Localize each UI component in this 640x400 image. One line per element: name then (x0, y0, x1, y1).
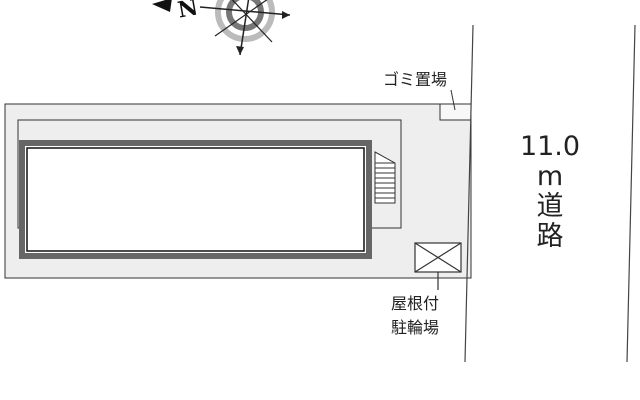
garbage-area-label: ゴミ置場 (383, 70, 448, 89)
road-unit: m (536, 161, 564, 192)
north-label: N (176, 0, 200, 24)
road-label: 11.0 m 道 路 (515, 132, 585, 252)
garbage-leader-line (450, 89, 456, 111)
road-text-2: 路 (536, 221, 564, 252)
north-arrow-compass-icon: N (152, 0, 291, 56)
bike-parking-symbol (414, 242, 462, 290)
garbage-area (439, 103, 472, 121)
bike-parking-label-line1: 屋根付 (391, 294, 440, 313)
stairs (374, 151, 396, 204)
road-width: 11.0 (519, 131, 581, 162)
bike-parking-label-line2: 駐輪場 (391, 318, 440, 337)
building-inner-line (26, 147, 365, 252)
road-edge-right (626, 24, 636, 363)
building (19, 140, 372, 259)
road-edge-left (464, 24, 474, 363)
road-text-1: 道 (536, 191, 564, 222)
